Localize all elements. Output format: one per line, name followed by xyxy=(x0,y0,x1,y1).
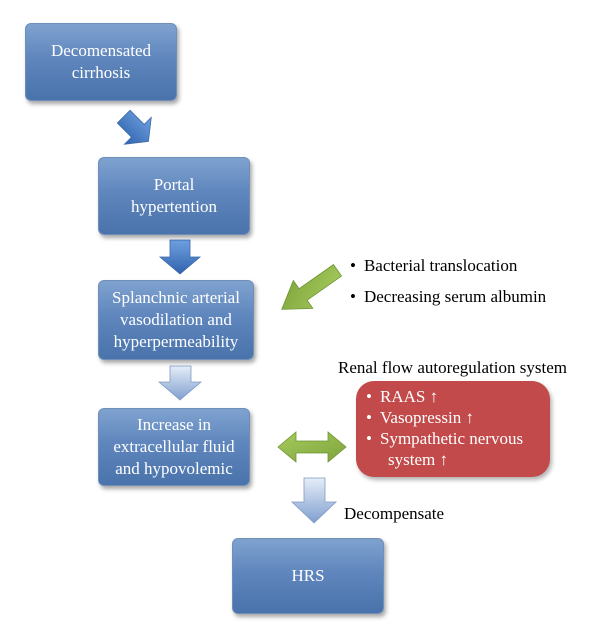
arrow-splanchnic-to-ecf xyxy=(157,365,203,401)
renal-item-raas: RAAS ↑ xyxy=(366,386,542,407)
factor-item: Decreasing serum albumin xyxy=(350,287,546,307)
box-portal-hypertension: Portal hypertention xyxy=(98,157,250,235)
renal-system-box: RAAS ↑ Vasopressin ↑ Sympathetic nervous… xyxy=(356,381,550,477)
arrow-portal-to-splanchnic xyxy=(158,239,202,275)
decompensate-label: Decompensate xyxy=(344,504,445,523)
box-decompensated-cirrhosis-label: Decomensated cirrhosis xyxy=(50,41,152,82)
renal-item-sympathetic: Sympathetic nervous system ↑ xyxy=(366,428,542,470)
factor-list: Bacterial translocation Decreasing serum… xyxy=(350,256,546,318)
renal-item-vasopressin: Vasopressin ↑ xyxy=(366,407,542,428)
arrow-factors-to-splanchnic xyxy=(281,264,343,310)
box-decompensated-cirrhosis: Decomensated cirrhosis xyxy=(25,23,177,101)
factor-item: Bacterial translocation xyxy=(350,256,546,276)
arrow-ecf-to-hrs xyxy=(291,477,337,524)
arrow-ecf-renal-bidirectional xyxy=(277,431,347,463)
box-splanchnic-vasodilation: Splanchnic arterial vasodilation and hyp… xyxy=(98,280,254,360)
renal-system-title: Renal flow autoregulation system xyxy=(338,358,567,377)
renal-item-sympathetic-line1: Sympathetic nervous xyxy=(380,429,524,448)
renal-item-sympathetic-line2: system ↑ xyxy=(388,450,448,469)
box-hrs: HRS xyxy=(232,538,384,614)
arrow-cirrhosis-to-portal xyxy=(116,109,152,145)
box-hrs-label: HRS xyxy=(291,566,325,586)
box-extracellular-fluid: Increase in extracellular fluid and hypo… xyxy=(98,408,250,486)
box-extracellular-fluid-label: Increase in extracellular fluid and hypo… xyxy=(113,415,235,478)
box-portal-hypertension-label: Portal hypertention xyxy=(131,175,217,216)
box-splanchnic-vasodilation-label: Splanchnic arterial vasodilation and hyp… xyxy=(112,288,240,351)
